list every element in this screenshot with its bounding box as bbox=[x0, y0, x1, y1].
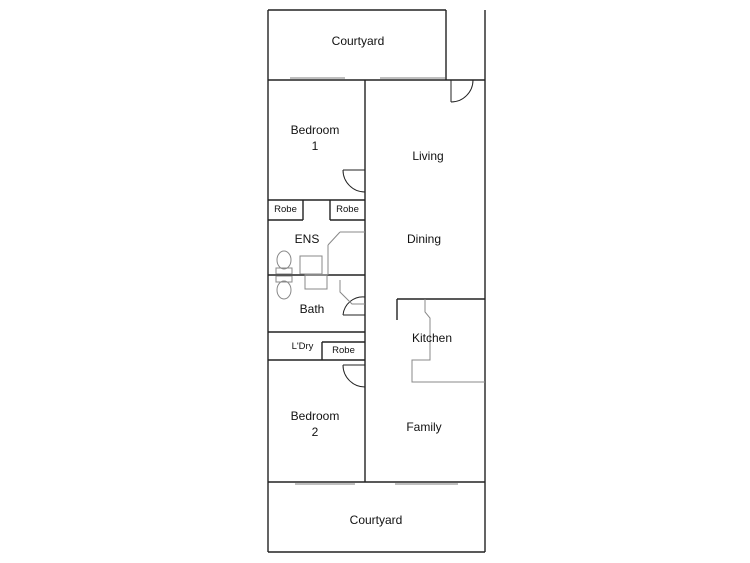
courtyard-bottom-label: Courtyard bbox=[349, 513, 403, 527]
bedroom1-label: Bedroom bbox=[290, 123, 340, 137]
dining-label: Dining bbox=[406, 232, 442, 246]
kitchen-label: Kitchen bbox=[411, 331, 453, 345]
ens-label: ENS bbox=[294, 232, 320, 246]
laundry-label: L'Dry bbox=[291, 341, 314, 352]
bedroom2-label: Bedroom bbox=[290, 409, 340, 423]
living-label: Living bbox=[412, 149, 444, 163]
bath-label: Bath bbox=[299, 302, 325, 316]
robe-label-3: Robe bbox=[332, 345, 355, 356]
robe-label-1: Robe bbox=[274, 204, 297, 215]
robe-label-2: Robe bbox=[336, 204, 359, 215]
bedroom1-number: 1 bbox=[311, 139, 319, 153]
family-label: Family bbox=[406, 420, 442, 434]
courtyard-top-label: Courtyard bbox=[331, 34, 385, 48]
bedroom2-number: 2 bbox=[311, 425, 319, 439]
